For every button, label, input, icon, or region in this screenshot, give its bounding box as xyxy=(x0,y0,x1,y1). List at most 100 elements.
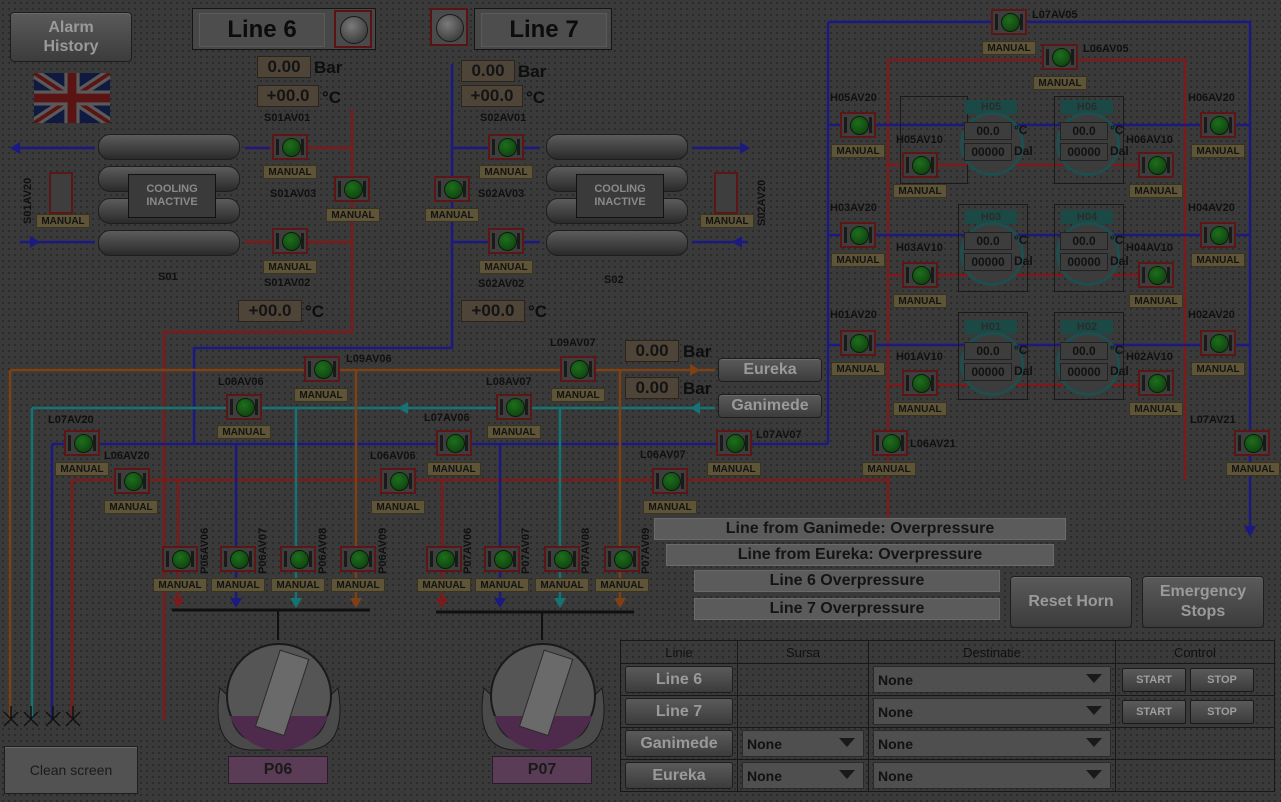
s01av02-valve[interactable] xyxy=(272,228,308,254)
l08av07-valve[interactable] xyxy=(496,394,532,420)
h02-tank-gauge[interactable]: H02 00.0 °C 00000 Dal xyxy=(1056,332,1120,396)
s02av03-valve[interactable] xyxy=(434,176,470,202)
alarm-history-label: Alarm History xyxy=(36,18,106,56)
h01av10-valve[interactable] xyxy=(902,370,938,396)
h06-temp: 00.0 xyxy=(1060,122,1108,140)
s01av03-label: S01AV03 xyxy=(270,188,316,200)
row-line7-stop-button[interactable]: STOP xyxy=(1190,700,1254,724)
row-ganimede-destination-select[interactable]: None xyxy=(873,730,1111,757)
clean-screen-button[interactable]: Clean screen xyxy=(4,746,138,794)
h02av20-manual-badge: MANUAL xyxy=(1191,362,1245,376)
h01av10-manual-badge: MANUAL xyxy=(893,402,947,416)
press-p07[interactable]: P07 xyxy=(474,638,612,788)
h06-tank-gauge[interactable]: H06 00.0 °C 00000 Dal xyxy=(1056,112,1120,176)
s01av03-valve[interactable] xyxy=(334,176,370,202)
row-line6-start-button[interactable]: START xyxy=(1122,668,1186,692)
valve-icon xyxy=(850,226,869,245)
h04av20-valve[interactable] xyxy=(1200,222,1236,248)
h06av10-valve[interactable] xyxy=(1138,152,1174,178)
h01-temp-unit: °C xyxy=(1014,343,1027,357)
s01av20-bypass-valve[interactable] xyxy=(49,172,73,214)
h02av10-valve[interactable] xyxy=(1138,370,1174,396)
l08av06-valve[interactable] xyxy=(226,394,262,420)
press-p07-icon xyxy=(474,638,612,758)
p06av09-valve[interactable] xyxy=(340,546,376,572)
p07av08-valve[interactable] xyxy=(544,546,580,572)
h06av20-valve[interactable] xyxy=(1200,112,1236,138)
p07av09-label: P07AV09 xyxy=(640,528,652,574)
h04av10-valve[interactable] xyxy=(1138,262,1174,288)
ganimede-button[interactable]: Ganimede xyxy=(718,394,822,418)
s02av02-valve[interactable] xyxy=(488,228,524,254)
chevron-down-icon xyxy=(1086,770,1102,779)
line6-status-lamp[interactable] xyxy=(334,10,372,48)
l07av05-valve[interactable] xyxy=(991,9,1027,35)
row-line6-button[interactable]: Line 6 xyxy=(625,666,733,693)
emergency-stops-button[interactable]: Emergency Stops xyxy=(1142,576,1264,628)
h06av20-label: H06AV20 xyxy=(1188,92,1235,104)
l06av07-manual-badge: MANUAL xyxy=(643,500,697,514)
l09av07-valve[interactable] xyxy=(560,356,596,382)
h06av10-manual-badge: MANUAL xyxy=(1129,184,1183,198)
row-eureka-source-select[interactable]: None xyxy=(742,762,864,789)
h02av20-valve[interactable] xyxy=(1200,330,1236,356)
uk-flag-icon[interactable] xyxy=(34,73,110,123)
h03av10-valve[interactable] xyxy=(902,262,938,288)
p07av06-valve[interactable] xyxy=(426,546,462,572)
p06av08-valve[interactable] xyxy=(280,546,316,572)
row-eureka-destination-select[interactable]: None xyxy=(873,762,1111,789)
p07av09-valve[interactable] xyxy=(604,546,640,572)
l09av06-valve[interactable] xyxy=(304,356,340,382)
line7-status-lamp[interactable] xyxy=(430,8,468,46)
l06av05-valve[interactable] xyxy=(1042,44,1078,70)
l07av07-valve[interactable] xyxy=(716,430,752,456)
s02av01-valve[interactable] xyxy=(488,134,524,160)
row-line7-button[interactable]: Line 7 xyxy=(625,698,733,725)
row-ganimede-source-select[interactable]: None xyxy=(742,730,864,757)
h04-tank-gauge[interactable]: H04 00.0 °C 00000 Dal xyxy=(1056,222,1120,286)
row-eureka-button[interactable]: Eureka xyxy=(625,762,733,789)
s01av01-valve[interactable] xyxy=(272,134,308,160)
h04-temp: 00.0 xyxy=(1060,232,1108,250)
h03-tank-gauge[interactable]: H03 00.0 °C 00000 Dal xyxy=(960,222,1024,286)
valve-icon xyxy=(230,550,249,569)
reset-horn-button[interactable]: Reset Horn xyxy=(1010,576,1132,628)
h05av20-valve[interactable] xyxy=(840,112,876,138)
cooler-s02-label: S02 xyxy=(604,274,624,286)
l06av06-valve[interactable] xyxy=(380,468,416,494)
row-ganimede-button[interactable]: Ganimede xyxy=(625,730,733,757)
p06av07-valve[interactable] xyxy=(220,546,256,572)
row-line7-destination-select[interactable]: None xyxy=(873,698,1111,725)
eureka-button[interactable]: Eureka xyxy=(718,358,822,382)
ganimede-pressure-value: 0.00 xyxy=(625,377,679,399)
l06av21-valve[interactable] xyxy=(872,430,908,456)
valve-icon xyxy=(314,360,333,379)
l07av20-valve[interactable] xyxy=(64,430,100,456)
p07av07-valve[interactable] xyxy=(484,546,520,572)
s02av20-manual-badge: MANUAL xyxy=(700,214,754,228)
row-line7-start-button[interactable]: START xyxy=(1122,700,1186,724)
alarm-history-button[interactable]: Alarm History xyxy=(10,12,132,62)
l07av06-valve[interactable] xyxy=(436,430,472,456)
valve-icon xyxy=(1210,226,1229,245)
s02av20-bypass-valve[interactable] xyxy=(714,172,738,214)
p06av06-valve[interactable] xyxy=(162,546,198,572)
h02-volume-unit: Dal xyxy=(1110,364,1129,378)
h01av20-valve[interactable] xyxy=(840,330,876,356)
row-line6-stop-button[interactable]: STOP xyxy=(1190,668,1254,692)
h03av10-manual-badge: MANUAL xyxy=(893,294,947,308)
row-line6-destination-select[interactable]: None xyxy=(873,666,1111,693)
h05-tank-gauge[interactable]: H05 00.0 °C 00000 Dal xyxy=(960,112,1024,176)
l07av21-valve[interactable] xyxy=(1234,430,1270,456)
press-p06[interactable]: P06 xyxy=(210,638,348,788)
l06av07-valve[interactable] xyxy=(652,468,688,494)
l07av20-manual-badge: MANUAL xyxy=(55,462,109,476)
valve-icon xyxy=(912,266,931,285)
col-sursa: Sursa xyxy=(738,641,869,664)
h03av20-valve[interactable] xyxy=(840,222,876,248)
chevron-down-icon xyxy=(1086,706,1102,715)
reset-horn-label: Reset Horn xyxy=(1028,593,1113,611)
l06av20-valve[interactable] xyxy=(114,468,150,494)
h06-volume: 00000 xyxy=(1060,143,1108,161)
h01-tank-gauge[interactable]: H01 00.0 °C 00000 Dal xyxy=(960,332,1024,396)
